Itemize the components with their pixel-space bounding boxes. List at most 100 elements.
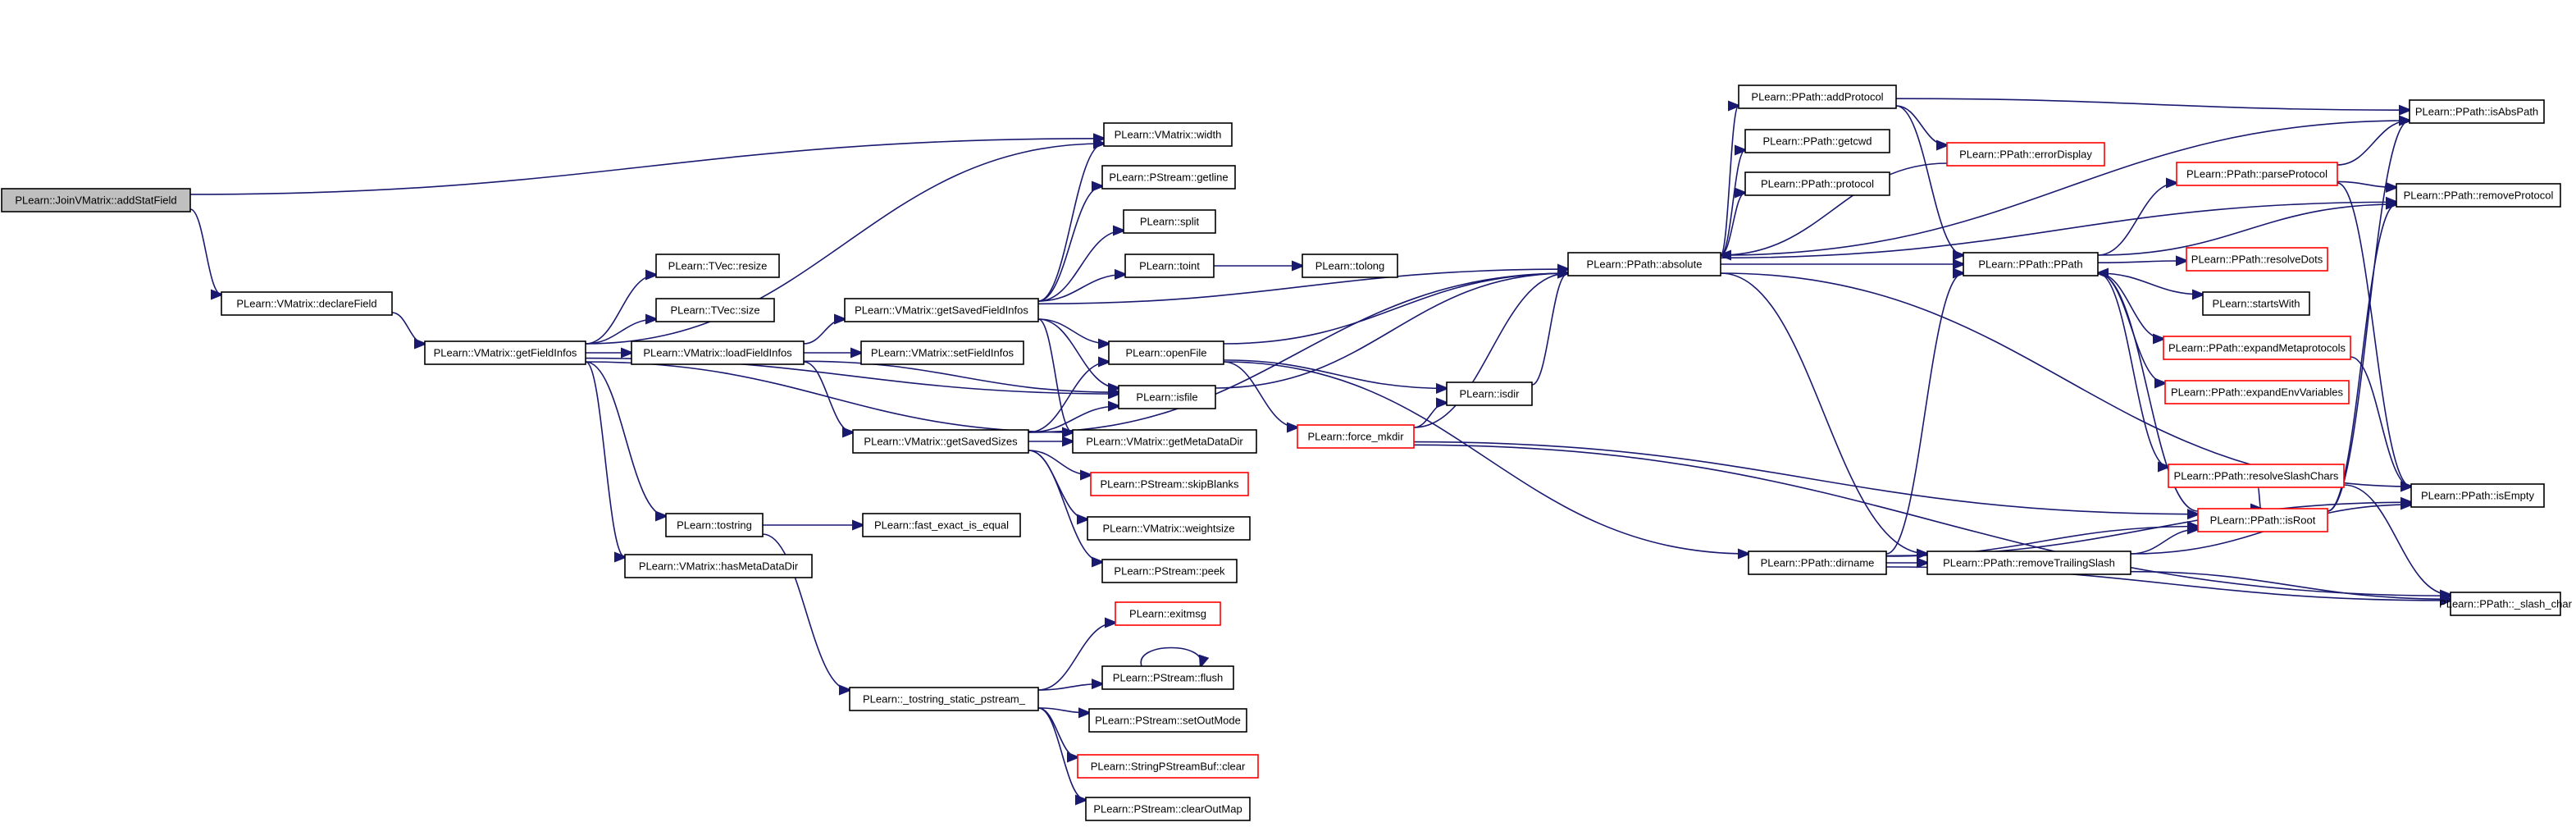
- node-peek[interactable]: PLearn::PStream::peek: [1101, 559, 1238, 583]
- node-box: [624, 554, 813, 578]
- edge-tostring_static-to-sbclear: [1037, 707, 1078, 757]
- node-isdir[interactable]: PLearn::isdir: [1446, 382, 1533, 406]
- node-weightsize[interactable]: PLearn::VMatrix::weightsize: [1087, 516, 1251, 541]
- node-clearOutMap[interactable]: PLearn::PStream::clearOutMap: [1085, 797, 1251, 821]
- node-box: [1123, 209, 1216, 234]
- node-expandMetaprotocols[interactable]: PLearn::PPath::expandMetaprotocols: [2163, 336, 2351, 360]
- edge-getSavedFieldInfos-to-toint: [1037, 274, 1125, 302]
- node-getline[interactable]: PLearn::PStream::getline: [1101, 165, 1236, 190]
- node-isfile[interactable]: PLearn::isfile: [1118, 385, 1216, 409]
- node-isEmpty[interactable]: PLearn::PPath::isEmpty: [2410, 483, 2545, 508]
- edge-tostring-to-tostring_static: [762, 533, 850, 690]
- node-getSavedFieldInfos[interactable]: PLearn::VMatrix::getSavedFieldInfos: [844, 298, 1039, 322]
- edge-force_mkdir-to-absolute: [1413, 273, 1568, 428]
- edge-getFieldInfos-to-hasMetaDataDir: [585, 361, 625, 557]
- node-box: [1088, 708, 1247, 733]
- node-width[interactable]: PLearn::VMatrix::width: [1103, 122, 1233, 147]
- edge-resolveSlashChars-to-isRoot: [2258, 487, 2261, 509]
- node-label: PLearn::exitmsg: [1129, 608, 1206, 620]
- edge-PPath-to-resolveDots: [2097, 261, 2186, 263]
- node-loadFieldInfos[interactable]: PLearn::VMatrix::loadFieldInfos: [631, 340, 805, 365]
- node-protocol[interactable]: PLearn::PPath::protocol: [1744, 171, 1890, 196]
- node-label: PLearn::split: [1140, 216, 1200, 228]
- edge-PPath-to-resolveSlashChars: [2097, 272, 2168, 467]
- node-box: [2176, 162, 2338, 186]
- node-box: [1926, 551, 2131, 575]
- node-PPath[interactable]: PLearn::PPath::PPath: [1963, 252, 2099, 276]
- node-tostring[interactable]: PLearn::tostring: [665, 513, 764, 537]
- node-box: [1738, 85, 1897, 109]
- node-getSavedSizes[interactable]: PLearn::VMatrix::getSavedSizes: [852, 429, 1029, 454]
- node-label: PLearn::isfile: [1136, 391, 1197, 404]
- node-sbclear[interactable]: PLearn::StringPStreamBuf::clear: [1077, 754, 1259, 779]
- node-label: PLearn::_tostring_static_pstream_: [863, 693, 1026, 706]
- node-label: PLearn::fast_exact_is_equal: [874, 519, 1009, 532]
- node-declareField[interactable]: PLearn::VMatrix::declareField: [221, 291, 393, 316]
- node-getMetaDataDir[interactable]: PLearn::VMatrix::getMetaDataDir: [1072, 429, 1257, 454]
- edge-getSavedSizes-to-absolute: [1028, 273, 1568, 433]
- edge-dirname-to-PPath: [1885, 273, 1963, 555]
- edge-removeTrailingSlash-to-isRoot: [2130, 529, 2198, 555]
- node-box: [1108, 340, 1224, 365]
- edge-resolveSlashChars-to-slash_char: [2343, 484, 2451, 595]
- node-errorDisplay[interactable]: PLearn::PPath::errorDisplay: [1946, 142, 2105, 167]
- node-tolong[interactable]: PLearn::tolong: [1302, 254, 1398, 278]
- node-box: [1748, 551, 1887, 575]
- node-box: [1302, 254, 1398, 278]
- node-setFieldInfos[interactable]: PLearn::VMatrix::setFieldInfos: [860, 340, 1024, 365]
- node-label: PLearn::VMatrix::width: [1115, 129, 1222, 141]
- node-box: [631, 340, 805, 365]
- edges-layer: [189, 98, 2451, 800]
- node-box: [1101, 665, 1234, 690]
- edge-PPath-to-parseProtocol: [2097, 183, 2177, 256]
- node-force_mkdir[interactable]: PLearn::force_mkdir: [1297, 424, 1415, 449]
- node-tostring_static[interactable]: PLearn::_tostring_static_pstream_: [849, 687, 1039, 711]
- node-openFile[interactable]: PLearn::openFile: [1108, 340, 1224, 365]
- node-absolute[interactable]: PLearn::PPath::absolute: [1567, 252, 1721, 276]
- node-removeProtocol[interactable]: PLearn::PPath::removeProtocol: [2396, 183, 2561, 208]
- node-label: PLearn::PPath::resolveSlashChars: [2174, 470, 2339, 482]
- edge-isRoot-to-PPath: [2098, 273, 2199, 512]
- node-box: [1101, 165, 1236, 190]
- node-skipBlanks[interactable]: PLearn::PStream::skipBlanks: [1090, 472, 1249, 496]
- node-box: [1297, 424, 1415, 449]
- node-label: PLearn::VMatrix::weightsize: [1102, 523, 1234, 535]
- node-size[interactable]: PLearn::TVec::size: [655, 298, 775, 322]
- node-exitmsg[interactable]: PLearn::exitmsg: [1115, 601, 1221, 626]
- node-isRoot[interactable]: PLearn::PPath::isRoot: [2197, 508, 2328, 532]
- edge-loadFieldInfos-to-getSavedSizes: [803, 361, 853, 432]
- node-dirname[interactable]: PLearn::PPath::dirname: [1748, 551, 1887, 575]
- node-setOutMode[interactable]: PLearn::PStream::setOutMode: [1088, 708, 1247, 733]
- edge-addProtocol-to-PPath: [1895, 105, 1963, 255]
- node-label: PLearn::tolong: [1315, 260, 1385, 272]
- node-flush[interactable]: PLearn::PStream::flush: [1101, 665, 1234, 690]
- node-label: PLearn::PPath::isAbsPath: [2415, 106, 2538, 118]
- node-resolveSlashChars[interactable]: PLearn::PPath::resolveSlashChars: [2168, 464, 2345, 488]
- node-toint[interactable]: PLearn::toint: [1124, 254, 1215, 278]
- edge-getSavedFieldInfos-to-openFile: [1037, 318, 1109, 344]
- node-split[interactable]: PLearn::split: [1123, 209, 1216, 234]
- node-addProtocol[interactable]: PLearn::PPath::addProtocol: [1738, 85, 1897, 109]
- edge-addStatField-to-declareField: [189, 208, 221, 295]
- node-slash_char[interactable]: PLearn::PPath::_slash_char: [2439, 592, 2573, 616]
- node-fast_exact_is_equal[interactable]: PLearn::fast_exact_is_equal: [862, 513, 1021, 537]
- node-label: PLearn::PStream::skipBlanks: [1100, 478, 1239, 491]
- edge-force_mkdir-to-slash_char: [1413, 444, 2451, 596]
- node-addStatField[interactable]: PLearn::JoinVMatrix::addStatField: [1, 188, 191, 212]
- node-startsWith[interactable]: PLearn::startsWith: [2202, 291, 2310, 316]
- node-box: [1567, 252, 1721, 276]
- node-label: PLearn::PPath::protocol: [1761, 178, 1874, 190]
- node-removeTrailingSlash[interactable]: PLearn::PPath::removeTrailingSlash: [1926, 551, 2131, 575]
- node-label: PLearn::VMatrix::loadFieldInfos: [643, 347, 792, 359]
- node-resolveDots[interactable]: PLearn::PPath::resolveDots: [2186, 247, 2328, 272]
- node-hasMetaDataDir[interactable]: PLearn::VMatrix::hasMetaDataDir: [624, 554, 813, 578]
- node-box: [1744, 129, 1890, 153]
- edge-getSavedSizes-to-weightsize: [1028, 450, 1087, 519]
- node-getcwd[interactable]: PLearn::PPath::getcwd: [1744, 129, 1890, 153]
- node-label: PLearn::PPath::isEmpty: [2421, 490, 2535, 502]
- node-isAbsPath[interactable]: PLearn::PPath::isAbsPath: [2409, 99, 2545, 124]
- node-expandEnvVariables[interactable]: PLearn::PPath::expandEnvVariables: [2164, 380, 2350, 404]
- node-getFieldInfos[interactable]: PLearn::VMatrix::getFieldInfos: [424, 340, 586, 365]
- node-parseProtocol[interactable]: PLearn::PPath::parseProtocol: [2176, 162, 2338, 186]
- node-resize[interactable]: PLearn::TVec::resize: [655, 254, 780, 278]
